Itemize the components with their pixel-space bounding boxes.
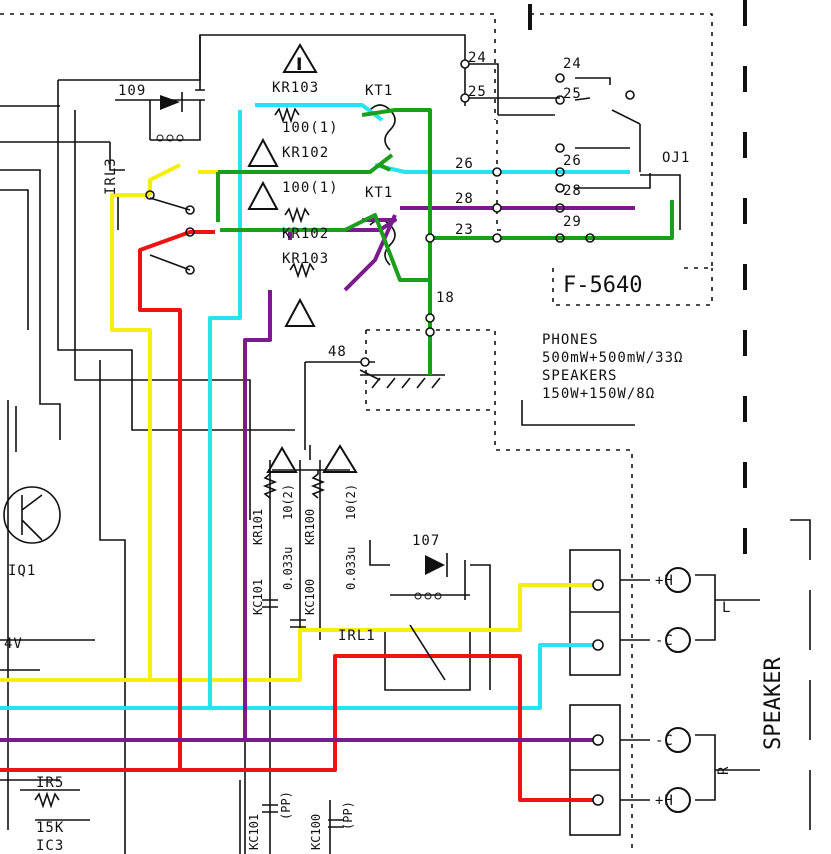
- relay-3-label: IRL3: [103, 157, 119, 195]
- terminal-plus-l: +H: [655, 573, 674, 589]
- kr100-label: KR100: [303, 509, 317, 545]
- resistor-100-top: 100(1): [282, 120, 339, 136]
- kr102-top: KR102: [282, 145, 329, 161]
- warning-triangle-icon: !: [247, 43, 358, 473]
- relay-switch-icon: [145, 190, 446, 681]
- junction-dots: [360, 59, 604, 806]
- kc101-bottom: KC101: [247, 814, 261, 850]
- transistor-q1-label: IQ1: [8, 563, 36, 579]
- kr103-top: KR103: [272, 80, 319, 96]
- wire-cyan: [0, 103, 630, 710]
- capacitor-033-b: 0.033u: [344, 547, 358, 590]
- pin-18: 18: [436, 290, 455, 306]
- text-labels: 24 25 24 25 26 26 28 28 29 23 18 48 109 …: [4, 50, 786, 854]
- pin-26-right: 26: [563, 153, 582, 169]
- wire-red: [0, 230, 598, 802]
- channel-l: L: [722, 600, 731, 616]
- jack-oj1-label: OJ1: [662, 150, 690, 166]
- ground-icon: [371, 377, 441, 389]
- pin-28-left: 28: [455, 191, 474, 207]
- kc100-label: KC100: [303, 579, 317, 615]
- pin-48: 48: [328, 344, 347, 360]
- pp-label-b: (PP): [341, 801, 355, 830]
- relay-1-label: IRL1: [338, 628, 376, 644]
- transistor-icon: [3, 486, 61, 544]
- wire-green: [216, 108, 674, 375]
- channel-r: R: [716, 766, 732, 775]
- pin-23: 23: [455, 222, 474, 238]
- pin-29: 29: [563, 214, 582, 230]
- resistor-15k-label: 15K: [36, 820, 64, 836]
- resistor-100-mid: 100(1): [282, 180, 339, 196]
- diode-107-label: 107: [412, 533, 440, 549]
- phones-title: PHONES: [542, 332, 599, 348]
- resistor-r5-label: IR5: [36, 775, 64, 791]
- pin-24-right: 24: [563, 56, 582, 72]
- capacitors: [262, 599, 344, 828]
- schematic-wiring: [0, 0, 811, 854]
- resistor-10-b: 10(2): [344, 484, 358, 520]
- pp-label-a: (PP): [279, 791, 293, 820]
- kc100-bottom: KC100: [309, 814, 323, 850]
- kt1-bottom: KT1: [365, 185, 393, 201]
- speakers-spec: 150W+150W/8Ω: [542, 386, 655, 402]
- phones-spec: 500mW+500mW/33Ω: [542, 350, 683, 366]
- voltage-label: 4V: [4, 636, 23, 652]
- diode-109-label: 109: [118, 83, 146, 99]
- speakers-title: SPEAKERS: [542, 368, 617, 384]
- capacitor-033-a: 0.033u: [281, 547, 295, 590]
- pin-25-right: 25: [563, 86, 582, 102]
- pin-25-left: 25: [468, 84, 487, 100]
- pin-28-right: 28: [563, 183, 582, 199]
- terminal-minus-r: -C: [655, 733, 674, 749]
- diode-107-icon: [414, 553, 448, 600]
- colored-wires: [0, 103, 674, 802]
- wire-yellow: [0, 163, 598, 682]
- kr103-bottom: KR103: [282, 251, 329, 267]
- ic3-label: IC3: [36, 838, 64, 854]
- kr101-label: KR101: [251, 509, 265, 545]
- resistor-10-a: 10(2): [281, 484, 295, 520]
- kr102-bottom: KR102: [282, 226, 329, 242]
- terminal-minus-l: -C: [655, 633, 674, 649]
- model-number: F-5640: [563, 273, 642, 298]
- pin-24-left: 24: [468, 50, 487, 66]
- resistors: [34, 106, 326, 809]
- pin-26-left: 26: [455, 156, 474, 172]
- svg-text:!: !: [295, 57, 303, 73]
- speaker-label: SPEAKER: [761, 657, 786, 750]
- kt1-top: KT1: [365, 83, 393, 99]
- jack-icon: [555, 73, 635, 243]
- terminal-circles: [665, 567, 691, 813]
- diode-109-icon: [156, 92, 184, 142]
- kc101-label: KC101: [251, 579, 265, 615]
- terminal-plus-r: +H: [655, 793, 674, 809]
